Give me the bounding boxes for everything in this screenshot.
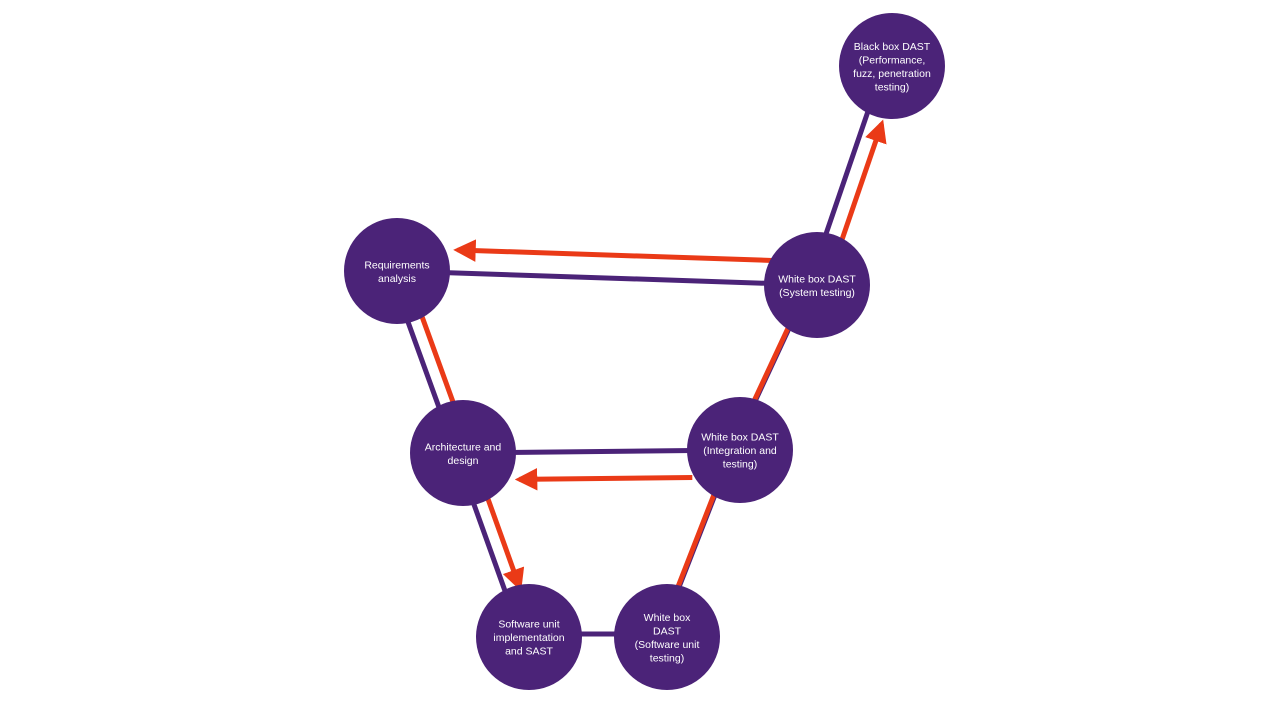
node-system: White box DAST (System testing)	[764, 232, 870, 338]
flow-arrow-system-black-box	[832, 119, 887, 261]
node-label-line: testing)	[723, 459, 757, 471]
node-circle-black-box	[839, 13, 945, 119]
node-label-line: analysis	[378, 273, 416, 285]
node-label-line: Requirements	[364, 259, 429, 271]
node-circle-architecture	[410, 400, 516, 506]
node-label-line: testing)	[875, 81, 909, 93]
node-label-integration: White box DAST(Integration and testing)	[701, 432, 779, 471]
node-black-box: Black box DAST(Performance, fuzz, penetra…	[839, 13, 945, 119]
node-label-black-box: Black box DAST(Performance, fuzz, penetra…	[853, 41, 931, 94]
node-circle-requirements	[344, 218, 450, 324]
connector-requirements-system	[396, 268, 818, 288]
connector-layer	[388, 62, 887, 641]
flow-arrow-architecture-software-unit	[483, 490, 525, 592]
node-label-line: testing)	[650, 652, 684, 664]
flow-arrow-unit-testing-integration	[673, 487, 719, 595]
node-label-line: DAST	[653, 625, 682, 637]
node-label-line: fuzz, penetration	[853, 68, 931, 80]
node-label-line: implementation	[493, 632, 564, 644]
node-circle-unit-testing	[614, 584, 720, 690]
flow-arrow-system-requirements	[453, 239, 776, 264]
node-label-system: White box DAST (System testing)	[778, 273, 856, 299]
node-label-line: (Integration and	[703, 445, 777, 457]
flow-arrow-requirements-architecture	[417, 308, 458, 410]
flow-arrow-layer	[417, 119, 887, 595]
node-label-line: design	[448, 455, 479, 467]
node-label-line: (Software unit	[635, 639, 700, 651]
node-circle-system	[764, 232, 870, 338]
node-circle-software-unit	[476, 584, 582, 690]
node-label-line: (Performance,	[859, 54, 926, 66]
node-integration: White box DAST(Integration and testing)	[687, 397, 793, 503]
node-circle-integration	[687, 397, 793, 503]
flow-arrow-integration-architecture	[514, 467, 693, 491]
node-label-line: (System testing)	[779, 287, 855, 299]
node-architecture: Architecture and design	[410, 400, 516, 506]
node-label-requirements: Requirements analysis	[364, 259, 429, 285]
node-label-line: White box DAST	[778, 273, 856, 285]
node-label-line: Software unit	[498, 619, 559, 631]
node-label-line: Black box DAST	[854, 41, 931, 53]
node-label-architecture: Architecture and design	[425, 441, 502, 467]
node-requirements: Requirements analysis	[344, 218, 450, 324]
node-label-line: White box	[644, 612, 691, 624]
node-label-line: Architecture and	[425, 441, 502, 453]
flow-arrow-integration-system	[749, 320, 794, 408]
node-label-line: White box DAST	[701, 432, 779, 444]
node-label-line: and SAST	[505, 646, 553, 658]
